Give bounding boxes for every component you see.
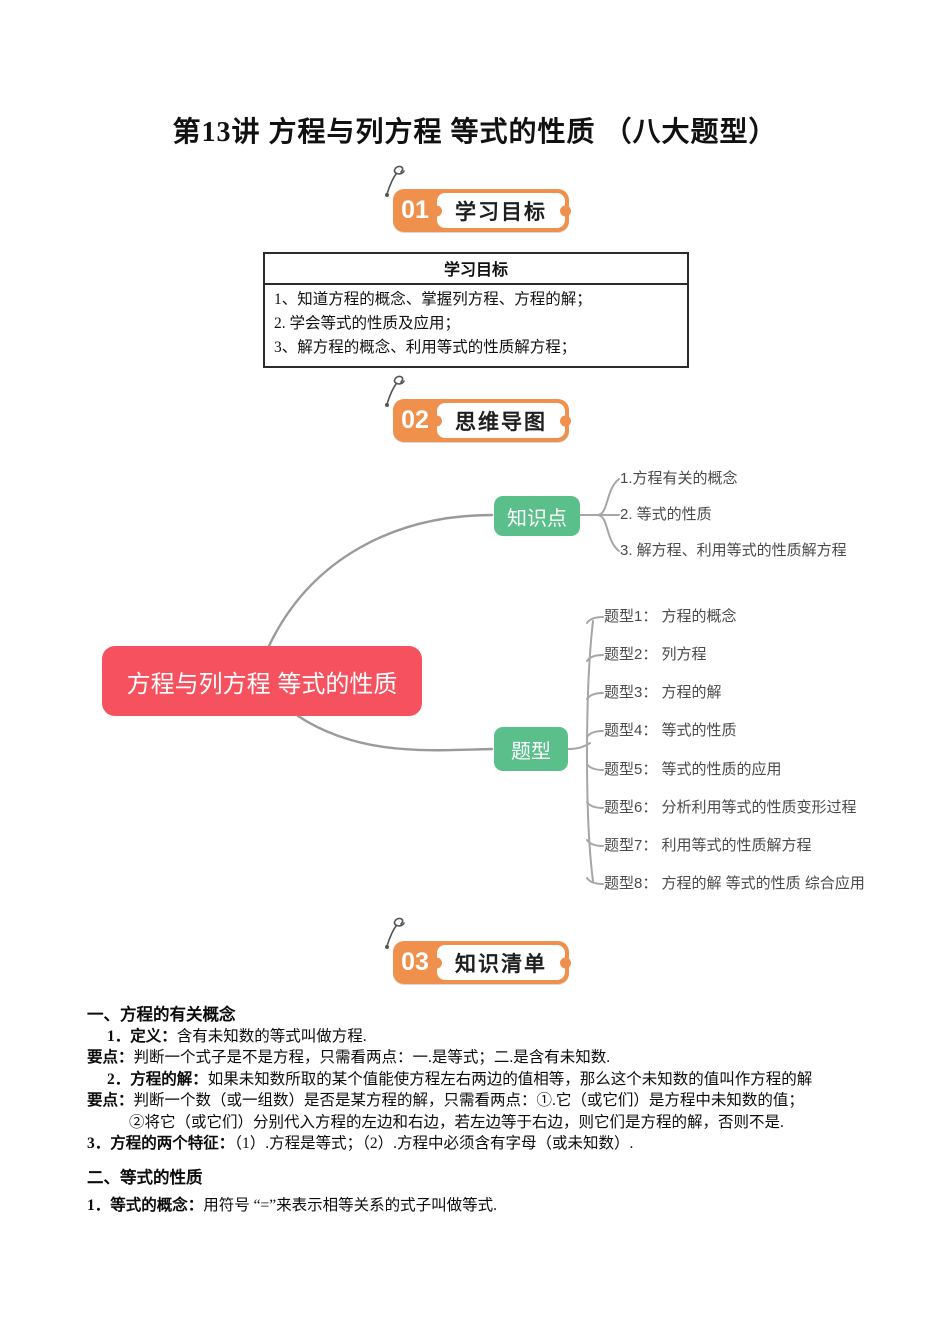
section-number: 01 xyxy=(401,196,429,224)
line-text: 判断一个数（或一组数）是否是某方程的解，只需看两点：①.它（或它们）是方程中未知… xyxy=(133,1092,804,1109)
page-title: 第13讲 方程与列方程 等式的性质 （八大题型） xyxy=(172,117,778,148)
section-2-heading: 二、等式的性质 xyxy=(87,1167,203,1187)
mindmap-type-item: 题型1： 方程的概念 xyxy=(604,608,737,625)
mindmap-knowledge-item: 1.方程有关的概念 xyxy=(620,470,738,487)
line-text: 如果未知数所取的某个值能使方程左右两边的值相等，那么这个未知数的值叫作方程的解 xyxy=(207,1070,813,1088)
mindmap-type-item: 题型6： 分析利用等式的性质变形过程 xyxy=(604,799,857,816)
goal-row: 1、知道方程的概念、掌握列方程、方程的解； xyxy=(274,291,592,308)
section-badge-learning-goals: 01 学习目标 xyxy=(385,165,569,232)
section-number: 02 xyxy=(401,406,429,434)
goals-table-header: 学习目标 xyxy=(265,254,687,285)
pin-doodle-icon xyxy=(385,917,405,949)
line-text: 判断一个式子是不是方程，只需看两点：一.是等式；二.是含有未知数. xyxy=(133,1049,611,1066)
mindmap-root-node: 方程与列方程 等式的性质 xyxy=(102,646,422,716)
mindmap-types-node: 题型 xyxy=(494,727,568,771)
mindmap-type-item: 题型8： 方程的解 等式的性质 综合应用 xyxy=(604,875,865,892)
section-1-heading: 一、方程的有关概念 xyxy=(87,1005,236,1024)
mindmap-type-item: 题型4： 等式的性质 xyxy=(604,722,737,739)
line-bold-prefix: 1．定义： xyxy=(107,1027,177,1045)
section-number: 03 xyxy=(401,948,429,976)
definition-line: 1．定义：含有未知数的等式叫做方程. xyxy=(87,1026,867,1048)
mindmap-type-item: 题型2： 列方程 xyxy=(604,646,707,663)
two-features-line: 3．方程的两个特征：（1）.方程是等式；（2）.方程中必须含有字母（或未知数）. xyxy=(87,1133,867,1155)
mindmap-type-item: 题型3： 方程的解 xyxy=(604,684,722,701)
mindmap-knowledge-item: 3. 解方程、利用等式的性质解方程 xyxy=(620,542,847,559)
line-bold-prefix: 要点： xyxy=(87,1049,134,1066)
key-point-line: 要点：判断一个数（或一组数）是否是某方程的解，只需看两点：①.它（或它们）是方程… xyxy=(87,1090,867,1112)
mindmap-type-item: 题型7： 利用等式的性质解方程 xyxy=(604,837,812,854)
section-label: 思维导图 xyxy=(437,403,565,438)
line-bold-prefix: 1．等式的概念： xyxy=(87,1197,204,1214)
pin-doodle-icon xyxy=(385,375,405,407)
line-text: ②将它（或它们）分别代入方程的左边和右边，若左边等于右边，则它们是方程的解，否则… xyxy=(129,1113,784,1131)
mindmap-knowledge-item: 2. 等式的性质 xyxy=(620,506,712,523)
line-text: （1）.方程是等式；（2）.方程中必须含有字母（或未知数）. xyxy=(234,1135,634,1152)
line-bold-prefix: 要点： xyxy=(87,1092,134,1109)
section-badge-mind-map: 02 思维导图 xyxy=(385,375,569,442)
goal-row: 2. 学会等式的性质及应用； xyxy=(274,315,461,332)
goals-table-body: 1、知道方程的概念、掌握列方程、方程的解； 2. 学会等式的性质及应用； 3、解… xyxy=(265,285,687,366)
equation-solution-line: 2．方程的解：如果未知数所取的某个值能使方程左右两边的值相等，那么这个未知数的值… xyxy=(87,1069,867,1091)
line-bold-prefix: 2．方程的解： xyxy=(107,1070,208,1088)
line-text: 含有未知数的等式叫做方程. xyxy=(176,1027,367,1045)
section-label: 学习目标 xyxy=(437,193,565,228)
mindmap-type-item: 题型5： 等式的性质的应用 xyxy=(604,761,782,778)
equality-concept-line: 1．等式的概念：用符号 “=”来表示相等关系的式子叫做等式. xyxy=(87,1195,867,1217)
mindmap-knowledge-node: 知识点 xyxy=(494,496,580,536)
section-badge-knowledge-list: 03 知识清单 xyxy=(385,917,569,984)
pin-doodle-icon xyxy=(385,165,405,197)
goal-row: 3、解方程的概念、利用等式的性质解方程； xyxy=(274,339,577,356)
knowledge-list-content: 一、方程的有关概念 1．定义：含有未知数的等式叫做方程. 要点：判断一个式子是不… xyxy=(87,1004,867,1217)
key-point-continuation-line: ②将它（或它们）分别代入方程的左边和右边，若左边等于右边，则它们是方程的解，否则… xyxy=(87,1112,867,1134)
section-label: 知识清单 xyxy=(437,945,565,980)
learning-goals-table: 学习目标 1、知道方程的概念、掌握列方程、方程的解； 2. 学会等式的性质及应用… xyxy=(263,252,689,368)
key-point-line: 要点：判断一个式子是不是方程，只需看两点：一.是等式；二.是含有未知数. xyxy=(87,1047,867,1069)
line-bold-prefix: 3．方程的两个特征： xyxy=(87,1135,235,1152)
line-text: 用符号 “=”来表示相等关系的式子叫做等式. xyxy=(203,1197,498,1214)
